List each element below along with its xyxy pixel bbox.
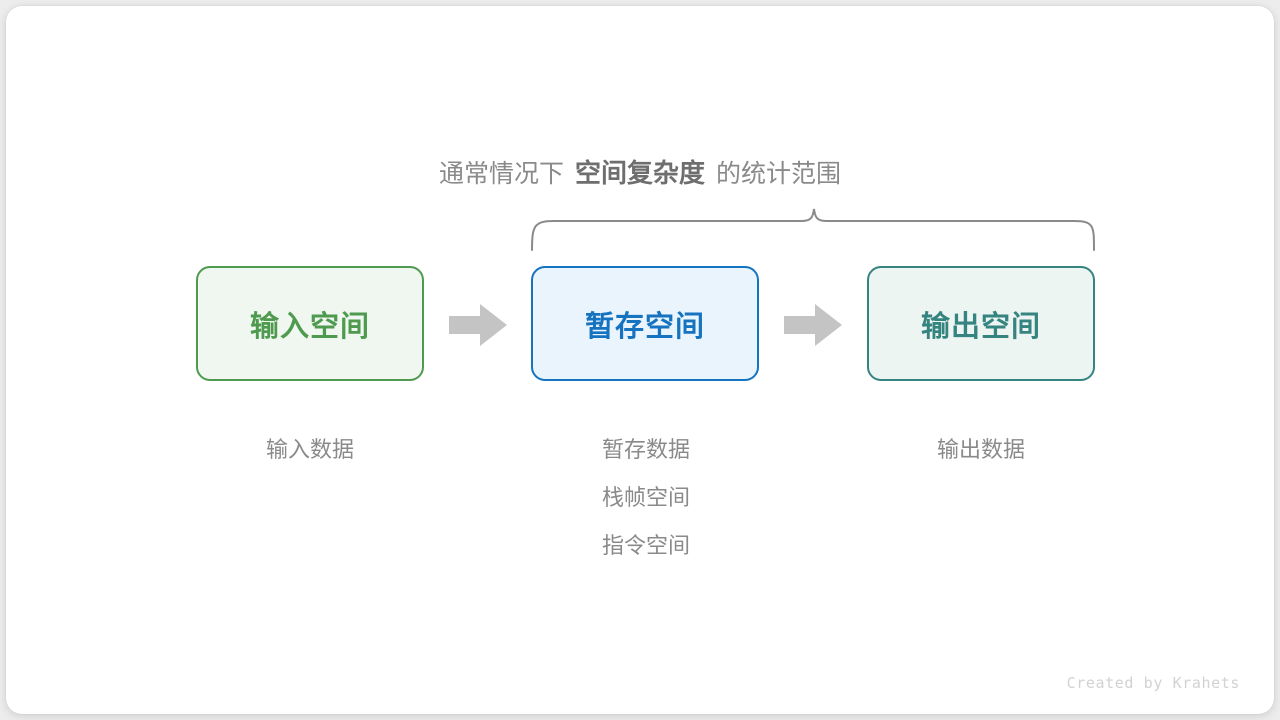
- watermark: Created by Krahets: [1066, 674, 1240, 692]
- node-output-space[interactable]: 输出空间: [867, 266, 1095, 381]
- caption-line: 指令空间: [601, 533, 690, 558]
- node-temp-space-label: 暂存空间: [584, 310, 705, 343]
- scope-title: 通常情况下空间复杂度的统计范围: [6, 154, 1274, 193]
- flow-row: 输入空间 暂存空间 输出空间: [6, 266, 1274, 396]
- caption-line: 栈帧空间: [601, 485, 690, 510]
- caption-line: 暂存数据: [601, 437, 690, 462]
- caption-line: 输出数据: [936, 437, 1025, 462]
- node-temp-space[interactable]: 暂存空间: [531, 266, 759, 381]
- node-output-space-label: 输出空间: [920, 310, 1041, 343]
- caption-line: 输入数据: [265, 437, 354, 462]
- arrow-temp-to-output: [784, 304, 842, 346]
- scope-title-suffix: 的统计范围: [716, 160, 842, 188]
- diagram-canvas: 通常情况下空间复杂度的统计范围 输入空间 暂存空间 输出空间: [6, 6, 1274, 714]
- right-arrow-icon: [449, 304, 507, 346]
- scope-title-prefix: 通常情况下: [438, 160, 564, 188]
- scope-brace: [521, 202, 1106, 258]
- scope-brace-icon: [531, 208, 1095, 251]
- scope-title-emphasis: 空间复杂度: [574, 158, 705, 188]
- caption-temp: 暂存数据 栈帧空间 指令空间: [516, 426, 776, 570]
- caption-output: 输出数据: [851, 426, 1111, 474]
- node-input-space-label: 输入空间: [249, 310, 370, 343]
- right-arrow-icon: [784, 304, 842, 346]
- node-input-space[interactable]: 输入空间: [196, 266, 424, 381]
- caption-input: 输入数据: [180, 426, 440, 474]
- arrow-input-to-temp: [449, 304, 507, 346]
